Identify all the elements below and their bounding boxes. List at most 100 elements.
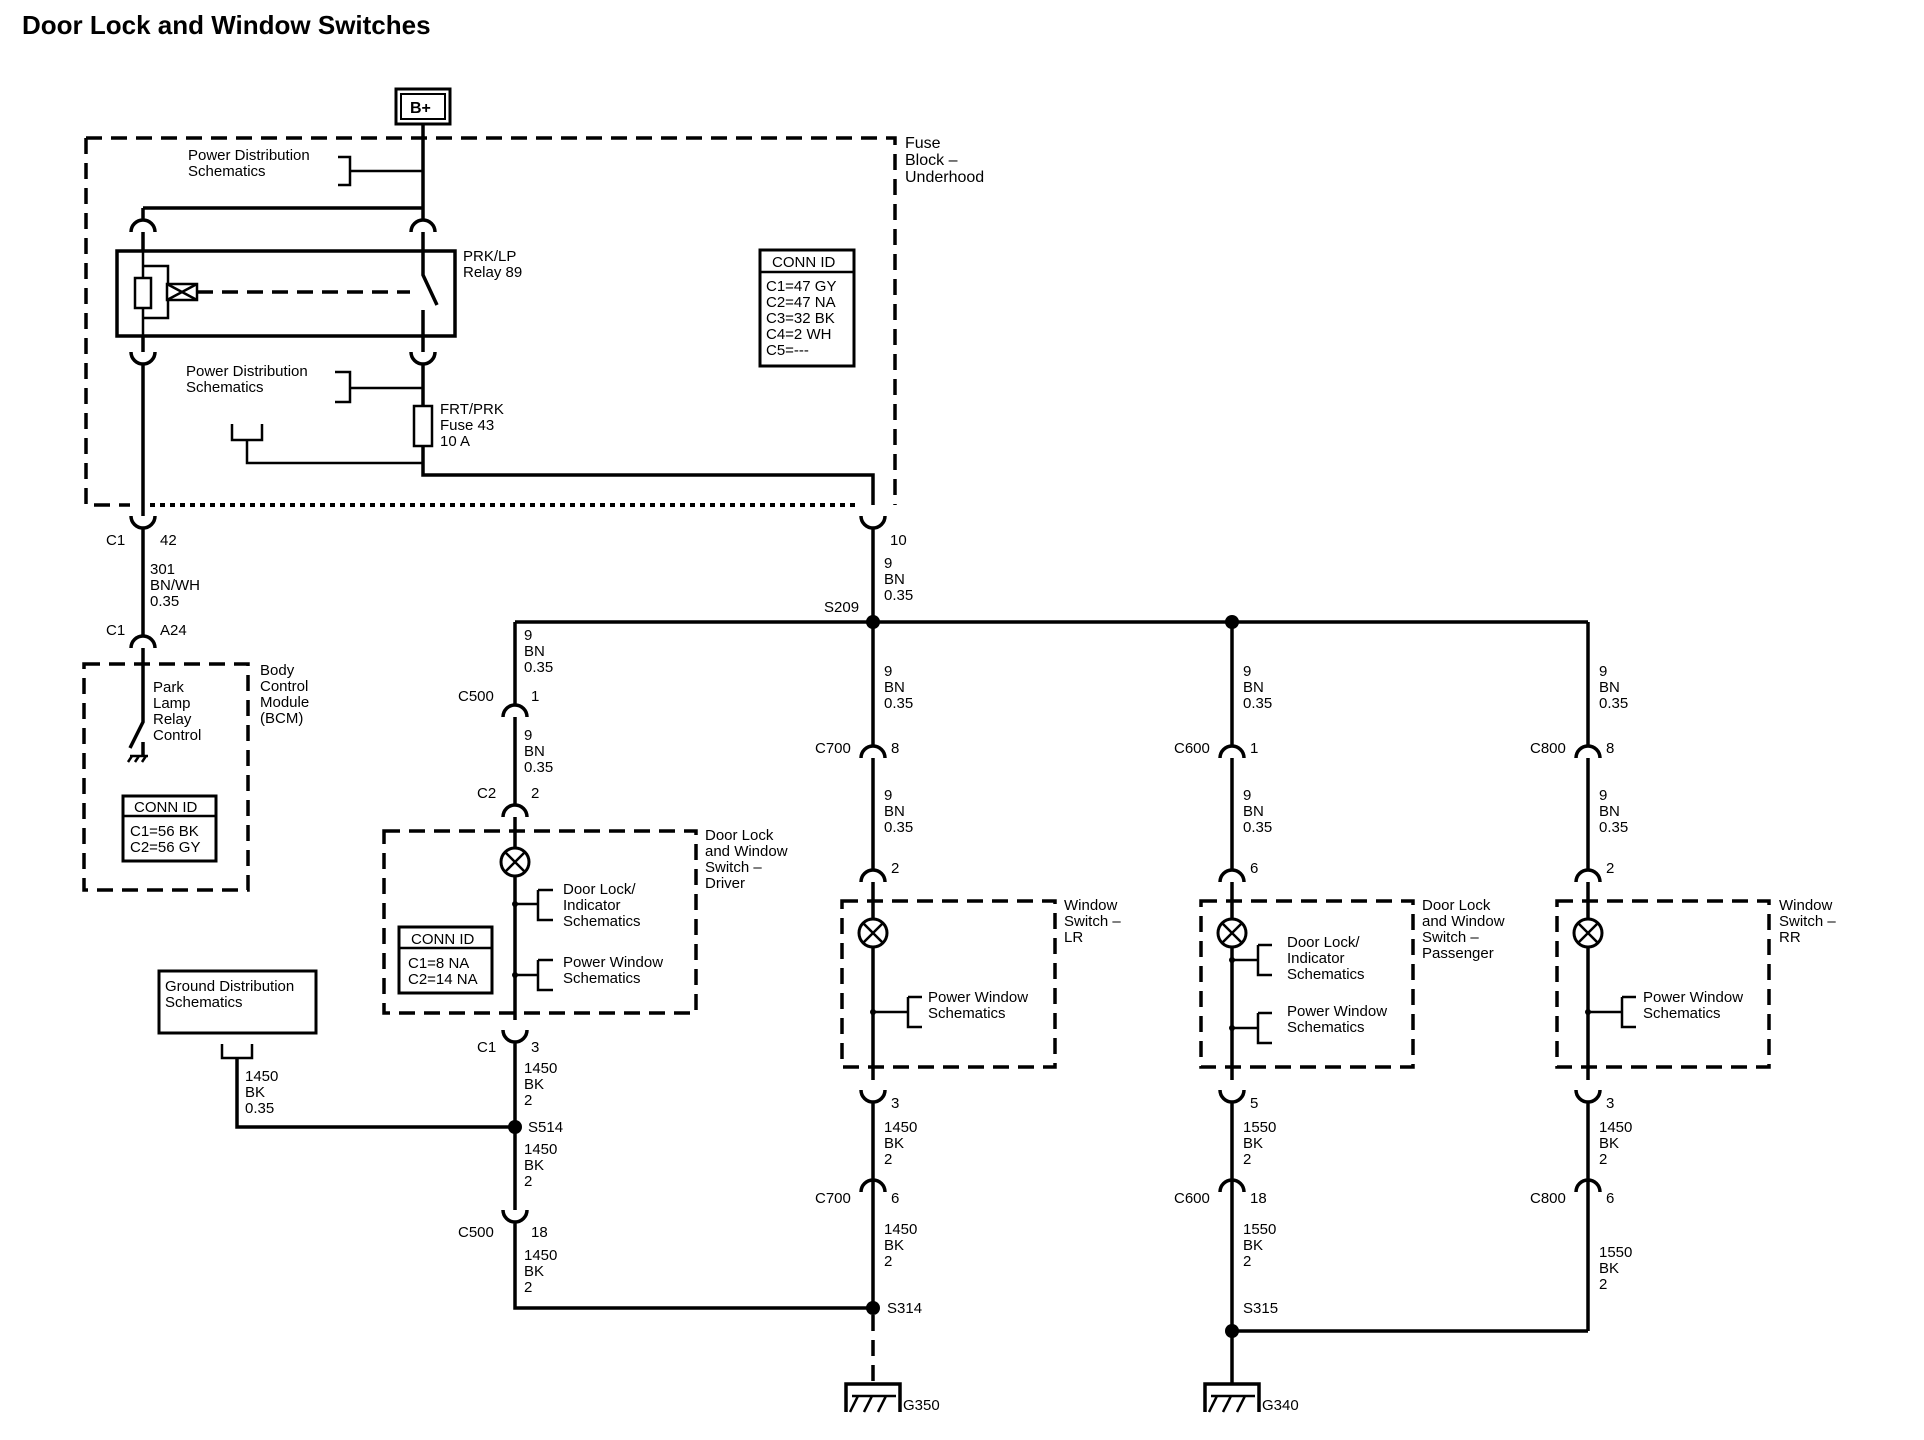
c700-bot-label: C700	[815, 1190, 851, 1207]
pass-top-conn	[1218, 868, 1246, 918]
driver-tap-dot-1	[512, 901, 518, 907]
lr-lamp-x	[862, 922, 884, 944]
s514-label: S514	[528, 1119, 563, 1136]
c500-top-label: C500	[458, 688, 494, 705]
fuse-43	[412, 404, 434, 448]
page-title: Door Lock and Window Switches	[22, 10, 431, 40]
c1-drv-pin: 3	[531, 1039, 539, 1056]
driver-pw-tap	[515, 958, 553, 992]
fb-pin10: 10	[890, 532, 907, 549]
driver-doorlock-tap	[515, 888, 553, 922]
battery-box-inner	[400, 93, 446, 120]
lr-pw-tap	[873, 995, 922, 1029]
c1-42-conn	[129, 515, 157, 636]
g350-hatch	[848, 1394, 896, 1413]
c1-bcm-label: C1	[106, 622, 125, 639]
c700-bot-conn	[859, 1178, 887, 1308]
lr-bot-pin: 3	[891, 1095, 899, 1112]
g340-ground-symbol	[1203, 1382, 1261, 1412]
relay-box	[115, 249, 457, 338]
rr-switch-outline	[1555, 899, 1771, 1069]
driver-switch-outline	[382, 829, 698, 1015]
pass-bot-conn	[1218, 1089, 1246, 1192]
ground-dist-box	[157, 969, 318, 1035]
c1-bcm-pin: A24	[160, 622, 187, 639]
lr-tap-dot	[870, 1009, 876, 1015]
rr-lamp-x	[1577, 922, 1599, 944]
lr-top-conn	[859, 868, 887, 918]
c1-a24-conn	[128, 634, 157, 756]
bcm-conn-id-header: CONN ID	[134, 799, 198, 816]
c2-drv-label: C2	[477, 785, 496, 802]
s209-label: S209	[824, 599, 859, 616]
c500-bot-label: C500	[458, 1224, 494, 1241]
fuse-feed-wire	[421, 364, 875, 505]
pass-bot-pin: 5	[1250, 1095, 1258, 1112]
c2-drv-conn	[501, 803, 529, 847]
c800-top-pin: 8	[1606, 740, 1614, 757]
c800-top-conn	[1574, 744, 1602, 870]
c500-bot-pin: 18	[531, 1224, 548, 1241]
relay-switch	[421, 252, 439, 336]
rr-top-pin: 2	[1606, 860, 1614, 877]
c800-bot-conn	[1574, 1178, 1602, 1331]
driver-conn-id-header: CONN ID	[411, 931, 475, 948]
c700-top-label: C700	[815, 740, 851, 757]
s315-label: S315	[1243, 1300, 1278, 1317]
driver-tap-dot-2	[512, 972, 518, 978]
pass-tap-dot-2	[1229, 1025, 1235, 1031]
g340-label: G340	[1262, 1397, 1299, 1414]
driver-conn-id-box	[397, 925, 494, 995]
c800-bot-pin: 6	[1606, 1190, 1614, 1207]
relay-right-top-conn	[409, 218, 437, 233]
pass-lamp-x	[1221, 922, 1243, 944]
relay-coil	[133, 276, 153, 310]
relay-left-bottom-conn	[129, 336, 157, 366]
fuse-block-outline	[86, 136, 897, 505]
relay-left-top-conn	[129, 208, 157, 233]
ground-dist-wire	[235, 1058, 515, 1129]
g340-hatch	[1207, 1394, 1255, 1413]
rr-bot-conn	[1574, 1089, 1602, 1192]
c600-bot-pin: 18	[1250, 1190, 1267, 1207]
rr-tap-dot	[1585, 1009, 1591, 1015]
driver-lamp-x	[504, 851, 526, 873]
c600-bot-label: C600	[1174, 1190, 1210, 1207]
c800-top-label: C800	[1530, 740, 1566, 757]
pd1-bracket	[338, 155, 423, 187]
c1-top-pin: 42	[160, 532, 177, 549]
pass-tap-dot-1	[1229, 957, 1235, 963]
bcm-outline	[82, 662, 250, 892]
pass-top-pin: 6	[1250, 860, 1258, 877]
s314-splice	[866, 1301, 880, 1315]
s314-label: S314	[887, 1300, 922, 1317]
bcm-conn-id-box	[121, 794, 218, 863]
rr-bot-pin: 3	[1606, 1095, 1614, 1112]
c1-drv-label: C1	[477, 1039, 496, 1056]
